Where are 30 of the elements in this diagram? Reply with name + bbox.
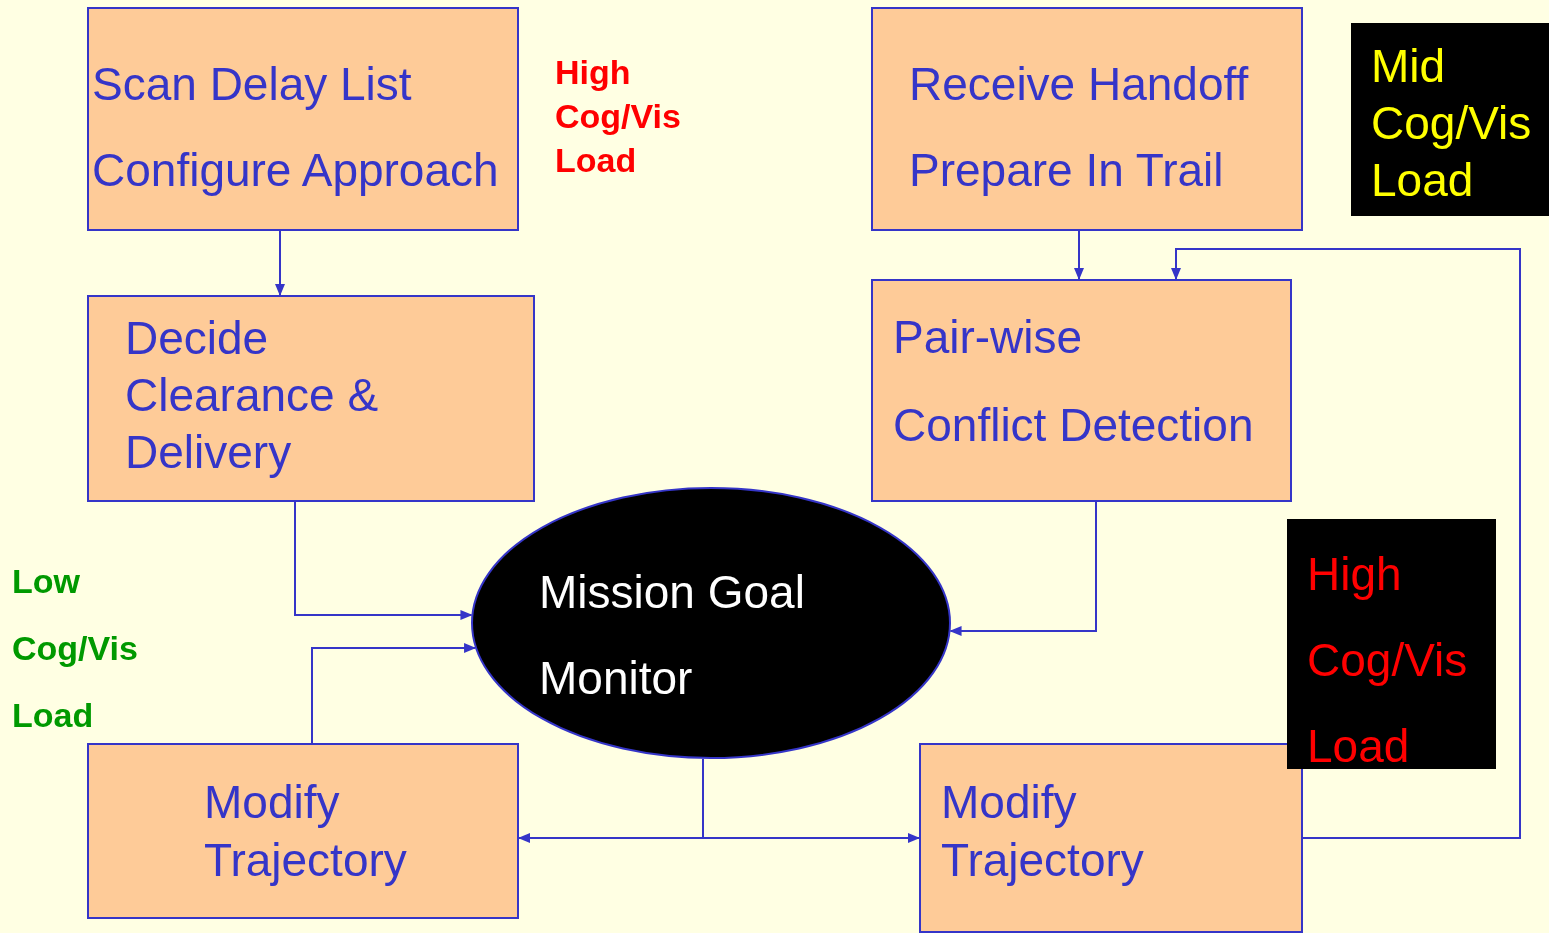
process-box [87,7,519,231]
load-tag [1351,23,1549,216]
load-tag [1287,519,1496,769]
node-text: Modify Trajectory [941,775,1145,888]
node-text: Configure Approach [92,145,500,195]
node-text: Pair-wise [893,312,1084,362]
arrow [311,643,477,744]
process-box [919,743,1303,933]
node-text: Mission Goal [539,567,806,617]
node-text: Decide Clearance & Delivery [125,311,380,480]
process-box [87,743,519,919]
node-text: High Cog/Vis Load [1307,547,1469,774]
arrow [275,230,285,296]
arrow [949,501,1097,636]
process-box [87,295,535,502]
node-text: Modify Trajectory [204,775,408,888]
process-box [871,279,1292,502]
load-note: High Cog/Vis Load [555,52,682,181]
arrow [1171,248,1521,839]
goal-ellipse [471,487,951,759]
arrow [1074,230,1084,280]
process-box [871,7,1303,231]
node-text: Prepare In Trail [909,145,1225,195]
load-note: Low Cog/Vis Load [12,561,139,736]
node-text: Scan Delay List [92,59,413,109]
arrow [294,501,473,620]
node-text: Conflict Detection [893,400,1255,450]
node-text: Receive Handoff [909,59,1250,109]
node-text: Mid Cog/Vis Load [1371,39,1533,208]
node-text: Monitor [539,653,694,703]
